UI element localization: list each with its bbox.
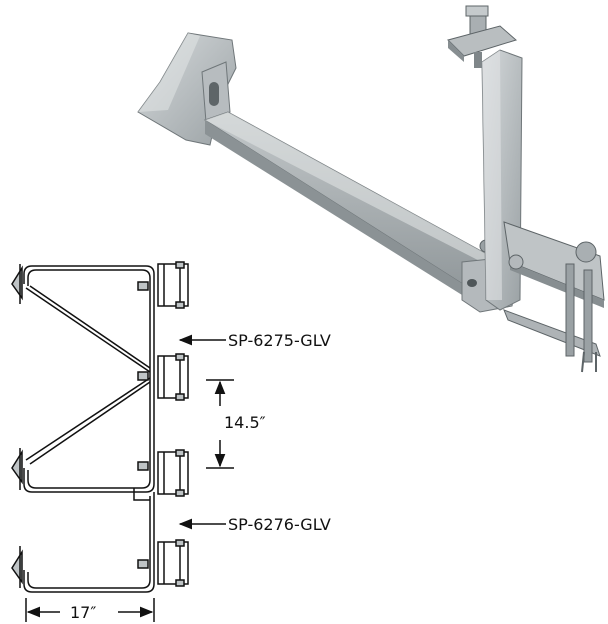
dimension-vertical: 14.5″ (206, 379, 266, 469)
callout-sp-6275: SP-6275-GLV (178, 331, 331, 350)
left-hook-bottom (11, 546, 23, 588)
dimension-vertical-label: 14.5″ (224, 413, 266, 432)
upper-frame (23, 265, 155, 493)
clamp-nut (575, 241, 597, 263)
callout-label-sp-6276: SP-6276-GLV (228, 515, 331, 534)
right-clamp-assembly (503, 221, 605, 373)
dimension-horizontal: 17″ (25, 598, 155, 622)
clamp-4 (137, 539, 189, 587)
clamp-1 (137, 261, 189, 309)
elbow-hole (467, 279, 477, 287)
top-clamp (447, 5, 518, 68)
callout-label-sp-6275: SP-6275-GLV (228, 331, 331, 350)
mounting-slot (209, 82, 219, 106)
clamp-3 (137, 449, 189, 497)
left-hook-top (11, 264, 23, 304)
dimension-horizontal-label: 17″ (70, 603, 96, 622)
lower-frame (23, 488, 155, 593)
callout-sp-6276: SP-6276-GLV (178, 515, 331, 534)
clamp-2 (137, 353, 189, 401)
bracket-3d-render (137, 5, 605, 373)
side-bolt (508, 254, 524, 270)
rack-line-drawing (11, 261, 189, 593)
left-hook-middle (11, 448, 23, 490)
